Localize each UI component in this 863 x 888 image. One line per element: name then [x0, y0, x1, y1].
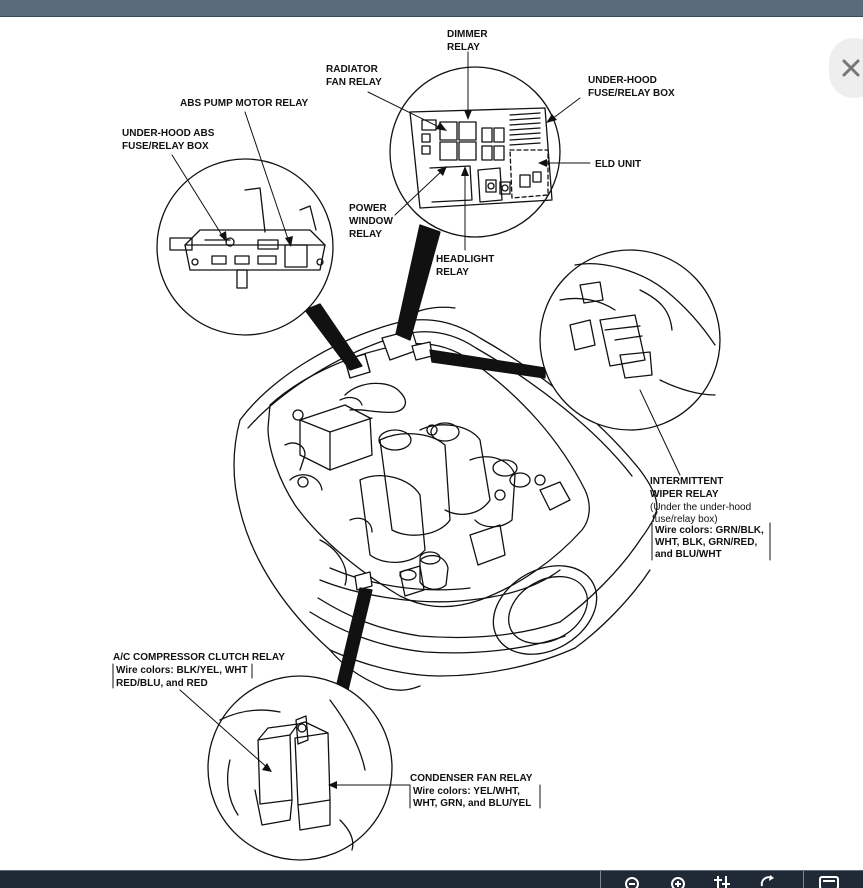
power-window-relay-label: POWER WINDOW RELAY [349, 203, 396, 240]
radiator-fan-relay-label: RADIATOR FAN RELAY [326, 64, 382, 88]
ac-relays-callout-circle [207, 675, 393, 861]
intermittent-wiper-relay-note: (Under the under-hood fuse/relay box) [650, 502, 754, 525]
ac-compressor-clutch-relay-label: A/C COMPRESSOR CLUTCH RELAY [113, 652, 285, 663]
abs-callout-wedge [304, 303, 363, 371]
abs-pump-motor-relay-label: ABS PUMP MOTOR RELAY [180, 98, 308, 109]
rotate-icon[interactable] [756, 874, 780, 888]
close-icon [842, 59, 860, 77]
leader-arrows [219, 110, 557, 789]
ac-compressor-clutch-relay-wires: Wire colors: BLK/YEL, WHT RED/BLU, and R… [116, 665, 250, 689]
dimmer-relay-label: DIMMER RELAY [447, 29, 490, 53]
wiper-relay-callout-circle [539, 249, 721, 431]
relay-location-diagram: DIMMER RELAY RADIATOR FAN RELAY UNDER-HO… [112, 29, 771, 861]
intermittent-wiper-relay-wires: Wire colors: GRN/BLK, WHT, BLK, GRN/RED,… [655, 525, 767, 560]
top-bar [0, 0, 863, 17]
zoom-in-icon[interactable] [668, 874, 692, 888]
wiper-callout-wedge [429, 349, 546, 379]
toolbar-separator [803, 871, 804, 888]
close-button[interactable] [829, 38, 863, 98]
bottom-toolbar [0, 870, 863, 888]
zoom-out-icon[interactable] [622, 874, 646, 888]
under-hood-abs-box-label: UNDER-HOOD ABS FUSE/RELAY BOX [122, 128, 217, 152]
abs-box-callout-circle [156, 158, 334, 336]
condenser-fan-relay-label: CONDENSER FAN RELAY [410, 773, 533, 784]
eld-unit-label: ELD UNIT [595, 159, 641, 170]
condenser-fan-relay-wires: Wire colors: YEL/WHT, WHT, GRN, and BLU/… [413, 786, 531, 809]
headlight-relay-label: HEADLIGHT RELAY [436, 254, 497, 278]
under-hood-fuse-box-label: UNDER-HOOD FUSE/RELAY BOX [588, 75, 675, 99]
toolbar-separator [600, 871, 601, 888]
leader-lines [171, 51, 681, 786]
fullscreen-icon[interactable] [818, 874, 842, 888]
intermittent-wiper-relay-label: INTERMITTENT WIPER RELAY [650, 476, 726, 500]
fuse-box-callout-circle [389, 66, 561, 238]
fusebox-callout-wedge [395, 224, 441, 341]
tune-icon[interactable] [712, 874, 736, 888]
